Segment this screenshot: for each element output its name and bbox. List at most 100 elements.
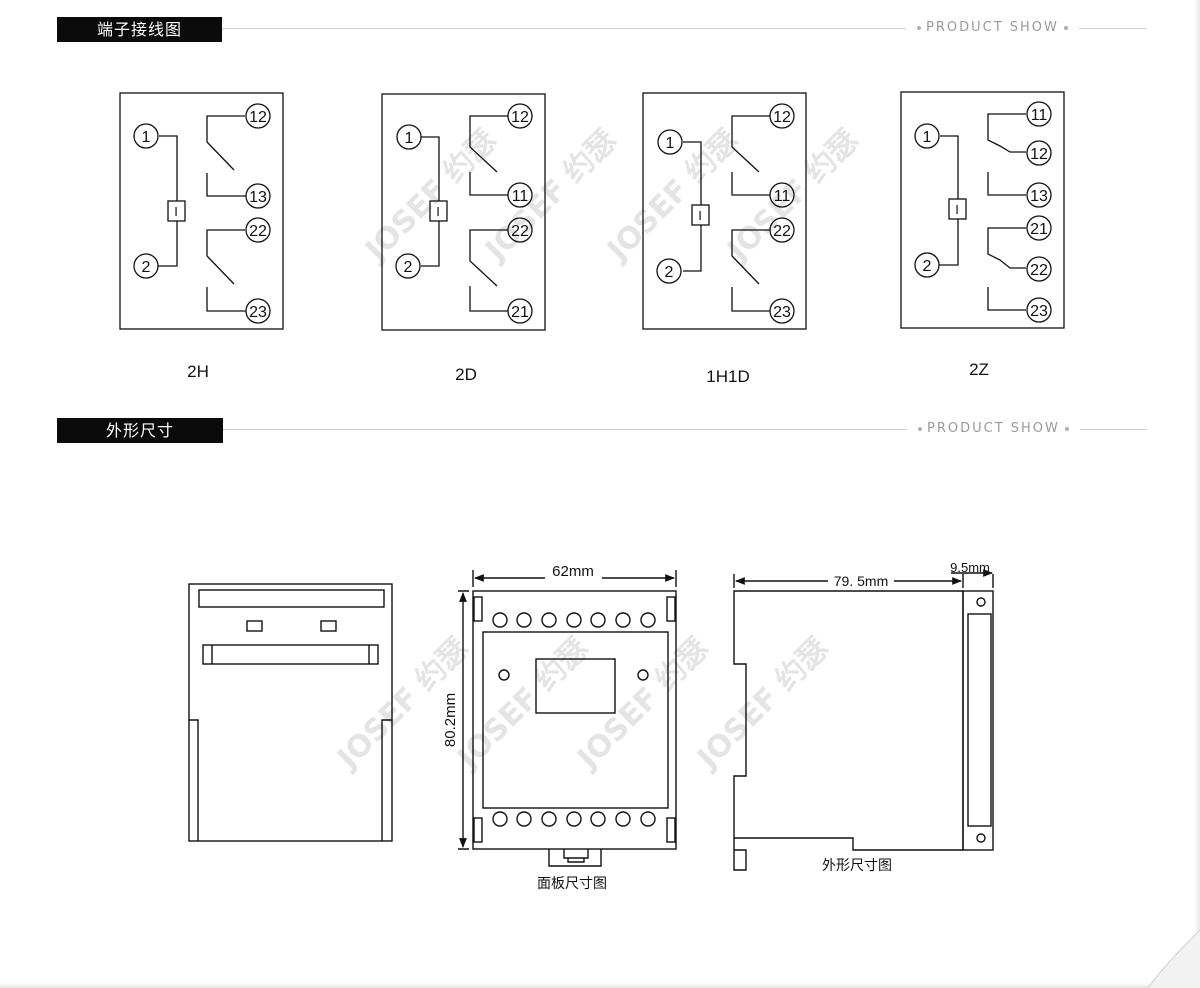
terminal-circle bbox=[507, 298, 533, 324]
terminal-circle bbox=[245, 217, 271, 243]
terminal-label: 2 bbox=[142, 259, 151, 276]
coil-wire bbox=[939, 135, 959, 266]
wiring-diagram-2h bbox=[119, 92, 284, 330]
terminal-circle bbox=[656, 258, 682, 284]
terminal-label: 22 bbox=[511, 223, 529, 240]
contact-set-1 bbox=[987, 113, 1026, 196]
front-view-window bbox=[535, 658, 616, 714]
terminal-circle bbox=[1026, 215, 1052, 241]
terminal-label: 12 bbox=[773, 109, 791, 126]
terminal-circle bbox=[507, 217, 533, 243]
front-view-clip bbox=[666, 817, 676, 843]
wiring-diagram-2d bbox=[381, 93, 546, 331]
terminal-label: 22 bbox=[773, 223, 791, 240]
side-view-terminal-strip bbox=[967, 613, 992, 827]
bottom-screw-terminals bbox=[492, 811, 656, 827]
terminal-label: 2 bbox=[923, 258, 932, 275]
front-view-clip bbox=[473, 817, 483, 843]
diagram-name-1h1d: 1H1D bbox=[706, 367, 749, 386]
wiring-diagram-2z bbox=[900, 91, 1065, 329]
contact-set-2 bbox=[987, 227, 1026, 311]
contact-set-1 bbox=[206, 115, 246, 197]
top-view-tab bbox=[246, 620, 263, 632]
terminal-circle bbox=[507, 103, 533, 129]
terminal-circle bbox=[395, 253, 421, 279]
coil-symbol bbox=[948, 198, 967, 220]
contact-set-1 bbox=[731, 115, 770, 196]
terminal-label: 22 bbox=[249, 223, 267, 240]
coil-label: I bbox=[955, 202, 959, 217]
coil-wire bbox=[683, 141, 702, 272]
contact-set-1 bbox=[469, 115, 508, 196]
section-header-wiring: 端子接线图 PRODUCT SHOW bbox=[0, 17, 1200, 47]
terminal-label: 1 bbox=[405, 130, 414, 147]
terminal-circle bbox=[657, 129, 683, 155]
product-show-tag: PRODUCT SHOW bbox=[906, 20, 1079, 35]
top-view-rail bbox=[202, 644, 379, 665]
side-view-terminal-block bbox=[962, 590, 994, 851]
terminal-circle bbox=[769, 182, 795, 208]
terminal-label: 2 bbox=[404, 259, 413, 276]
top-view-slot bbox=[198, 589, 385, 608]
height-dimension-label: 80.2mm bbox=[442, 693, 459, 747]
coil-symbol bbox=[429, 200, 448, 222]
terminal-circle bbox=[133, 253, 159, 279]
terminal-label: 1 bbox=[666, 135, 675, 152]
diagram-frame bbox=[381, 93, 546, 331]
terminal-label: 23 bbox=[249, 304, 267, 321]
terminal-label: 1 bbox=[923, 129, 932, 146]
contact-set-2 bbox=[469, 229, 508, 312]
diagram-frame bbox=[119, 92, 284, 330]
section-divider bbox=[222, 429, 1147, 430]
section-title-wiring: 端子接线图 bbox=[57, 17, 222, 42]
dot-icon bbox=[1064, 426, 1069, 431]
terminal-label: 1 bbox=[142, 129, 151, 146]
terminal-label: 11 bbox=[1031, 107, 1048, 124]
section-header-dimensions: 外形尺寸 PRODUCT SHOW bbox=[0, 418, 1200, 448]
terminal-circle bbox=[1026, 140, 1052, 166]
front-view-hole bbox=[637, 669, 649, 681]
diagram-frame bbox=[900, 91, 1065, 329]
terminal-label: 23 bbox=[1030, 303, 1048, 320]
watermarks: JOSEF 约瑟 JOSEF 约瑟 JOSEF 约瑟 JOSEF 约瑟 JOSE… bbox=[329, 123, 865, 777]
terminal-circle bbox=[914, 123, 940, 149]
front-view-clip bbox=[666, 596, 676, 622]
dot-icon bbox=[1063, 25, 1068, 30]
contact-set-2 bbox=[731, 229, 770, 312]
terminal-circle bbox=[133, 123, 159, 149]
terminal-circle bbox=[245, 183, 271, 209]
coil-wire bbox=[158, 135, 178, 267]
coil-wire bbox=[421, 136, 440, 267]
side-view-screw bbox=[976, 597, 986, 607]
terminal-circle bbox=[914, 252, 940, 278]
depth-dimension-label: 79. 5mm bbox=[834, 573, 888, 589]
width-dimension-label: 62mm bbox=[552, 563, 594, 580]
page-curl bbox=[1147, 929, 1200, 988]
terminal-label: 13 bbox=[249, 189, 267, 206]
section-divider bbox=[222, 28, 1147, 29]
terminal-circle bbox=[1026, 256, 1052, 282]
terminal-circle bbox=[245, 298, 271, 324]
terminal-label: 12 bbox=[511, 109, 529, 126]
watermark: JOSEF 约瑟 bbox=[357, 123, 503, 269]
diagram-name-2d: 2D bbox=[455, 365, 477, 384]
terminal-circle bbox=[769, 217, 795, 243]
coil-symbol bbox=[691, 204, 710, 226]
front-view-panel bbox=[482, 631, 669, 809]
front-view bbox=[458, 570, 677, 867]
side-view-foot bbox=[733, 838, 747, 871]
terminal-label: 21 bbox=[1030, 221, 1048, 238]
terminal-label: 22 bbox=[1030, 262, 1048, 279]
front-view-caption: 面板尺寸图 bbox=[537, 876, 607, 892]
top-view-tab bbox=[320, 620, 337, 632]
terminal-label: 23 bbox=[773, 304, 791, 321]
terminal-label: 2 bbox=[665, 264, 674, 281]
wiring-diagram-1h1d bbox=[642, 92, 807, 330]
coil-symbol bbox=[167, 200, 186, 222]
terminal-circle bbox=[769, 298, 795, 324]
dot-icon bbox=[917, 25, 921, 30]
terminal-circle bbox=[1026, 297, 1052, 323]
terminal-circle bbox=[769, 103, 795, 129]
page-edge-shadow bbox=[1194, 0, 1200, 988]
terminal-label: 12 bbox=[249, 109, 267, 126]
